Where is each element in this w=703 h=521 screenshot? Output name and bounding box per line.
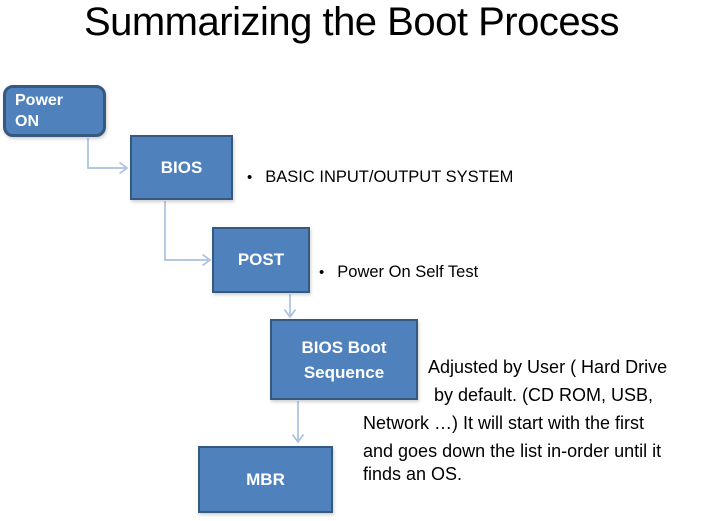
bullet-marker: • bbox=[319, 264, 325, 281]
annotation-line-2: by default. (CD ROM, USB, bbox=[434, 385, 654, 405]
arrow-bios-to-post bbox=[164, 201, 212, 267]
arrow-power-on-to-bios bbox=[87, 138, 129, 175]
annotation-line-5: finds an OS. bbox=[363, 464, 463, 484]
node-bios-boot-sequence-label: BIOS Boot Sequence bbox=[301, 337, 387, 382]
annotation-line-1: Adjusted by User ( Hard Drive bbox=[428, 357, 668, 377]
node-bios-boot-sequence: BIOS Boot Sequence bbox=[270, 319, 418, 400]
bullet-bios-text: BASIC INPUT/OUTPUT SYSTEM bbox=[265, 168, 514, 186]
bullet-marker: • bbox=[247, 169, 253, 186]
arrow-post-to-bios-boot-sequence bbox=[283, 294, 297, 319]
node-post-label: POST bbox=[237, 250, 285, 269]
annotation-line-3: Network …) It will start with the first bbox=[363, 413, 645, 433]
arrow-bios-boot-sequence-to-mbr bbox=[291, 401, 305, 444]
slide-title: Summarizing the Boot Process bbox=[83, 0, 620, 44]
node-bios-label: BIOS bbox=[160, 157, 203, 177]
bullet-post-description: • Power On Self Test bbox=[319, 263, 478, 282]
node-power-on: Power ON bbox=[3, 85, 106, 137]
annotation-line-4: and goes down the list in-order until it bbox=[363, 441, 662, 461]
node-mbr-label: MBR bbox=[246, 469, 285, 489]
bullet-post-text: Power On Self Test bbox=[337, 263, 479, 281]
node-post: POST bbox=[212, 227, 310, 293]
node-power-on-label: Power ON bbox=[15, 92, 64, 130]
bullet-bios-description: • BASIC INPUT/OUTPUT SYSTEM bbox=[247, 168, 513, 187]
node-bios: BIOS bbox=[130, 135, 233, 200]
node-mbr: MBR bbox=[198, 446, 333, 513]
